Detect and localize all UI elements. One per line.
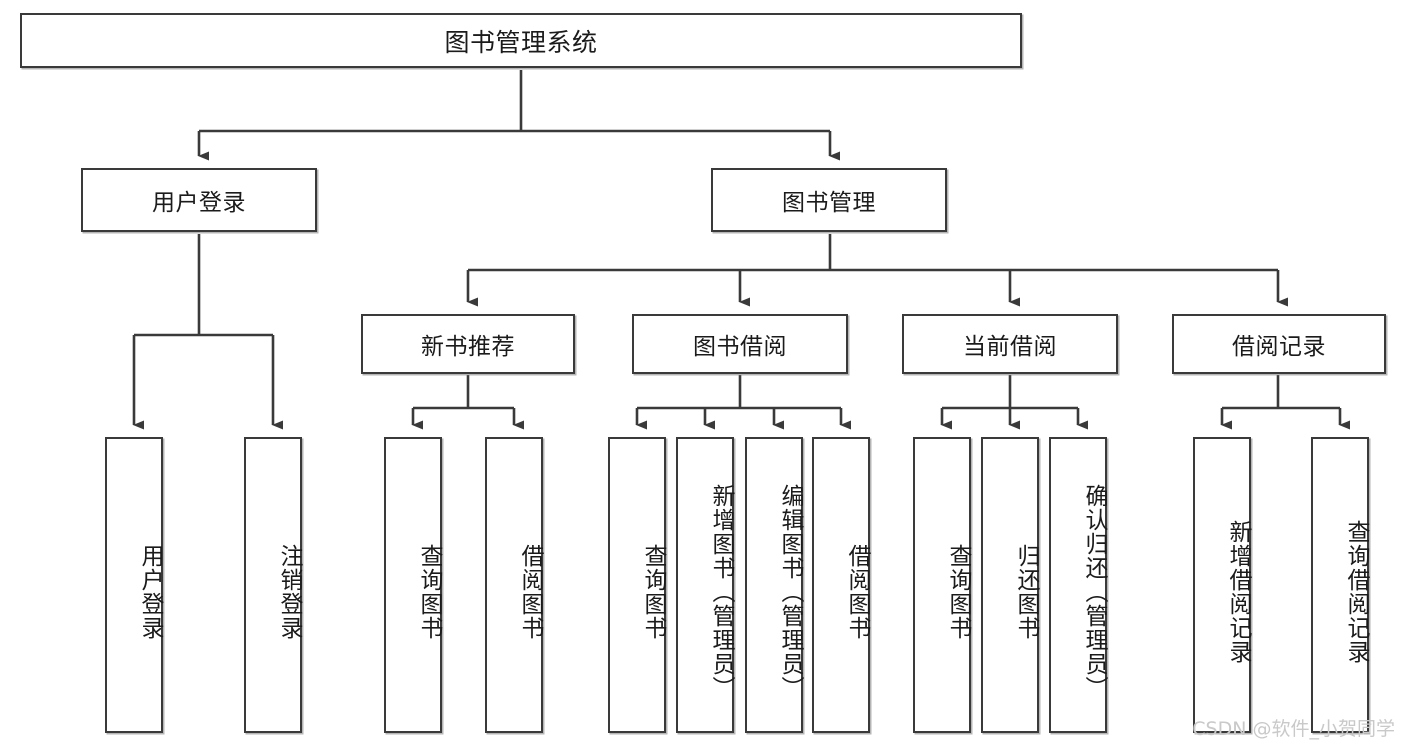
leaf-book-borrow-borrow[interactable]: 借阅图书 <box>812 437 870 733</box>
node-label: 查询借阅记录 <box>1343 520 1369 664</box>
node-label: 查询图书 <box>640 544 666 640</box>
node-label: 查询图书 <box>945 544 971 640</box>
node-label: 归还图书 <box>1013 544 1039 640</box>
node-label: 借阅记录 <box>1232 334 1326 360</box>
leaf-new-book-borrow[interactable]: 借阅图书 <box>485 437 543 733</box>
leaf-user-login-logout[interactable]: 注销登录 <box>244 437 302 733</box>
node-user-login[interactable]: 用户登录 <box>81 168 317 232</box>
node-label: 查询图书 <box>416 544 442 640</box>
node-label: 新书推荐 <box>421 334 515 360</box>
watermark-text: CSDN @软件_小贺同学 <box>1192 718 1395 740</box>
node-label: 当前借阅 <box>963 334 1057 360</box>
node-borrow-record[interactable]: 借阅记录 <box>1172 314 1386 374</box>
leaf-user-login-login[interactable]: 用户登录 <box>105 437 163 733</box>
node-label: 借阅图书 <box>517 544 543 640</box>
node-book-borrow[interactable]: 图书借阅 <box>632 314 848 374</box>
node-label: 用户登录 <box>152 190 246 216</box>
leaf-book-borrow-query[interactable]: 查询图书 <box>608 437 666 733</box>
leaf-book-borrow-add[interactable]: 新增图书（管理员） <box>676 437 734 733</box>
node-label: 用户登录 <box>137 544 163 640</box>
node-label: 新增图书（管理员） <box>708 484 734 700</box>
node-label: 图书管理系统 <box>444 27 598 57</box>
node-current-borrow[interactable]: 当前借阅 <box>902 314 1118 374</box>
node-book-management[interactable]: 图书管理 <box>711 168 947 232</box>
node-new-book-recommend[interactable]: 新书推荐 <box>361 314 575 374</box>
node-label: 确认归还（管理员） <box>1081 484 1107 700</box>
node-label: 注销登录 <box>276 544 302 640</box>
leaf-book-borrow-edit[interactable]: 编辑图书（管理员） <box>745 437 803 733</box>
node-root-book-management-system[interactable]: 图书管理系统 <box>20 13 1022 68</box>
node-label: 图书借阅 <box>693 334 787 360</box>
node-label: 编辑图书（管理员） <box>777 484 803 700</box>
node-label: 新增借阅记录 <box>1225 520 1251 664</box>
leaf-current-borrow-confirm-return[interactable]: 确认归还（管理员） <box>1049 437 1107 733</box>
node-label: 借阅图书 <box>844 544 870 640</box>
leaf-current-borrow-query[interactable]: 查询图书 <box>913 437 971 733</box>
node-label: 图书管理 <box>782 190 876 216</box>
leaf-current-borrow-return[interactable]: 归还图书 <box>981 437 1039 733</box>
leaf-new-book-query[interactable]: 查询图书 <box>384 437 442 733</box>
leaf-borrow-record-query[interactable]: 查询借阅记录 <box>1311 437 1369 733</box>
leaf-borrow-record-add[interactable]: 新增借阅记录 <box>1193 437 1251 733</box>
